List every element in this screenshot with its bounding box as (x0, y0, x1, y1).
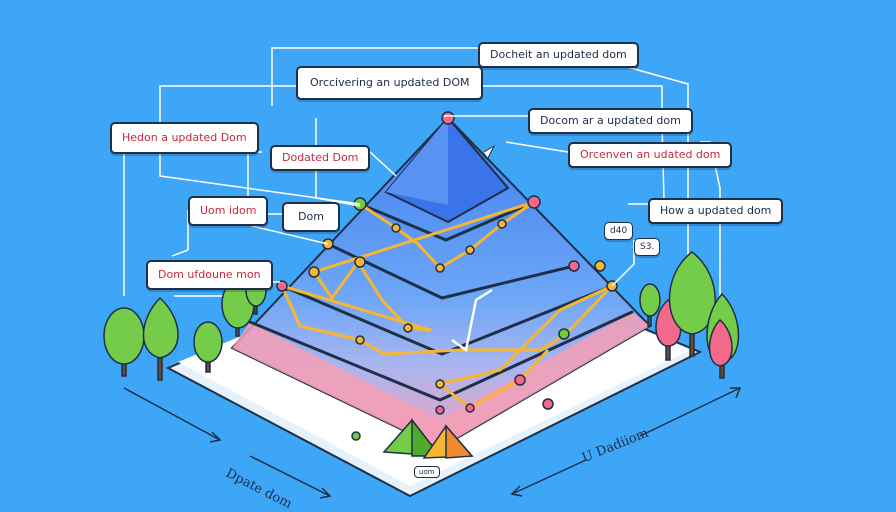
base-tag: uom (414, 466, 440, 478)
label-right-2: Orcenven an udated dom (568, 142, 733, 168)
label-right-3: How a updated dom (648, 198, 784, 224)
label-right-1: Docom ar a updated dom (528, 108, 693, 134)
label-top-center: Orccivering an updated DOM (296, 66, 484, 100)
label-center-1: Dodated Dom (270, 145, 371, 171)
label-left-3: Dom ufdoune mon (146, 260, 273, 290)
label-small-1: d40 (604, 222, 634, 240)
axis-arrows (123, 387, 742, 499)
label-left-2: Uom idom (188, 196, 269, 226)
layer-line-2 (326, 242, 576, 300)
label-small-2: S3. (634, 238, 661, 256)
label-center-2: Dom (282, 202, 340, 232)
path-nodes (276, 111, 618, 441)
trees-right (639, 251, 740, 379)
label-top-right: Docheit an updated dom (478, 42, 639, 68)
right-axis-arrow (511, 459, 587, 495)
left-axis-arrow (123, 387, 221, 441)
base-mini-pyramids (382, 417, 474, 459)
layer-line-1 (358, 200, 536, 242)
layer-line-4 (248, 310, 634, 402)
layer-line-3 (280, 284, 614, 356)
label-left-1: Hedon a updated Dom (110, 122, 259, 154)
